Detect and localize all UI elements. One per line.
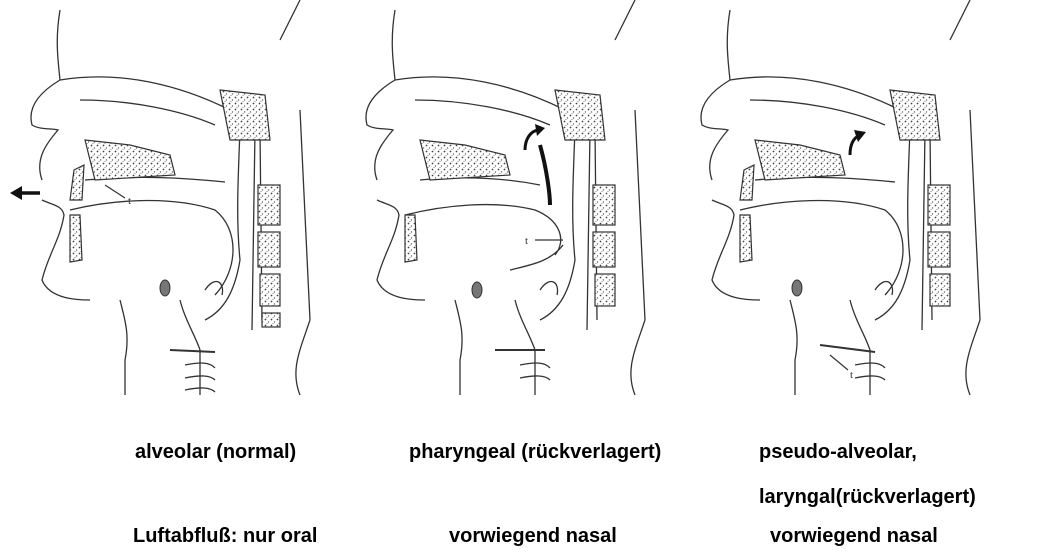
vertebra	[593, 232, 615, 267]
vertebra	[928, 232, 950, 267]
tongue-marker: t	[525, 235, 528, 247]
face-profile-upper	[31, 10, 60, 180]
upper-teeth	[70, 165, 84, 200]
label-pharyngeal: pharyngeal (rückverlagert)	[409, 441, 661, 464]
vertebra	[258, 232, 280, 267]
vocal-tract-diagram-laryngal: t	[670, 0, 1000, 400]
tongue-marker: t	[128, 195, 131, 207]
velum-raised	[540, 145, 550, 205]
vocal-tract-diagram-pharyngeal: t	[335, 0, 665, 400]
vertebra	[593, 185, 615, 225]
vertebra	[930, 274, 950, 306]
vertebra	[258, 185, 280, 225]
panel-pseudo-alveolar: t	[670, 0, 1000, 400]
airflow-label-alveolar: Luftabfluß: nur oral	[133, 525, 317, 548]
label-laryngal: laryngal(rückverlagert)	[759, 486, 976, 509]
vertebra	[595, 274, 615, 306]
panel-alveolar: t	[0, 0, 330, 400]
vocal-tract-diagram-alveolar: t	[0, 0, 330, 400]
vertebra	[260, 274, 280, 306]
panel-pharyngeal: t	[335, 0, 665, 400]
airflow-label-pharyngeal: vorwiegend nasal	[449, 525, 617, 548]
larynx-marker: t	[850, 369, 853, 381]
label-alveolar: alveolar (normal)	[135, 441, 296, 464]
nasal-airflow-arrow-icon	[850, 130, 866, 155]
airflow-arrow-icon	[10, 186, 40, 200]
vertebra	[928, 185, 950, 225]
hard-palate-bone	[85, 140, 175, 180]
face-profile-lower	[42, 200, 90, 300]
airflow-label-laryngal: vorwiegend nasal	[770, 525, 938, 548]
label-pseudo-alveolar: pseudo-alveolar,	[759, 441, 917, 464]
hyoid-bone	[160, 280, 170, 296]
lower-teeth	[70, 215, 82, 262]
